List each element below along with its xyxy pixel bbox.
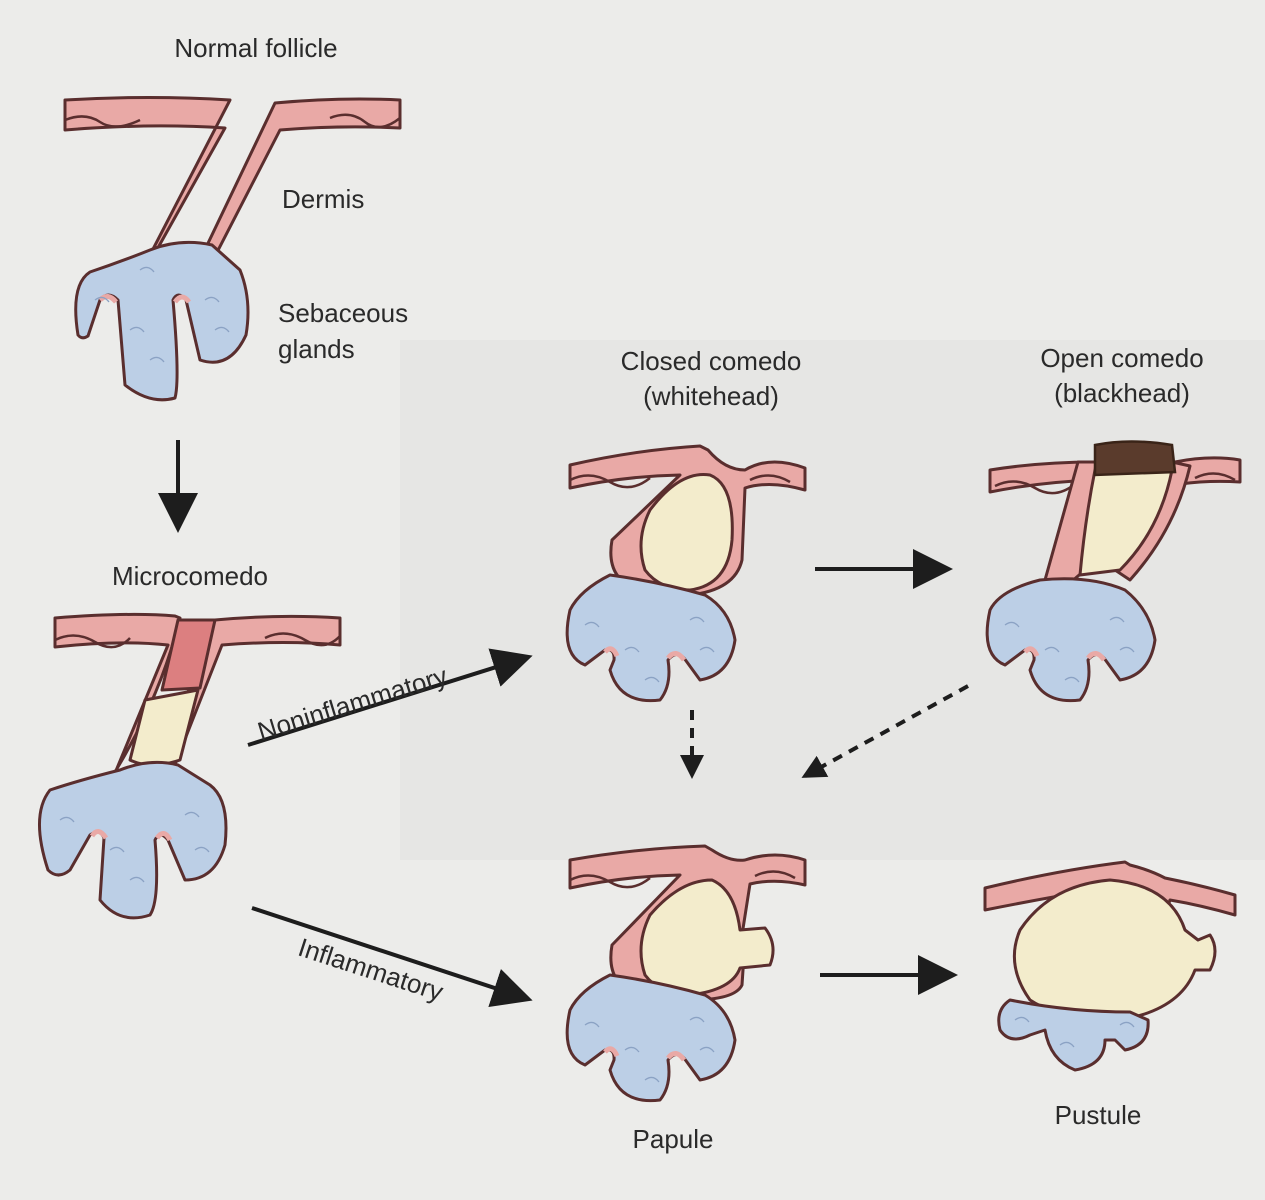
sebaceous-label-line2: glands — [278, 334, 355, 364]
closed-comedo-label-line1: Closed comedo — [621, 346, 802, 376]
papule-illustration — [565, 844, 807, 1103]
arrow-noninflammatory — [247, 648, 533, 747]
sebaceous-label-line1: Sebaceous — [278, 298, 408, 328]
open-comedo-label-line1: Open comedo — [1040, 343, 1203, 373]
pustule-label: Pustule — [1055, 1100, 1142, 1130]
arrow-open-to-papule — [801, 684, 969, 778]
microcomedo-label: Microcomedo — [112, 561, 268, 591]
inflammatory-label: Inflammatory — [295, 932, 447, 1007]
normal-follicle-illustration — [63, 96, 402, 402]
normal-follicle-label: Normal follicle — [174, 33, 337, 63]
closed-comedo-label-line2: (whitehead) — [643, 381, 779, 411]
closed-comedo-illustration — [565, 444, 807, 703]
pustule-illustration — [983, 860, 1237, 1072]
open-comedo-illustration — [985, 440, 1242, 703]
papule-label: Papule — [633, 1124, 714, 1154]
open-comedo-label-line2: (blackhead) — [1054, 378, 1190, 408]
microcomedo-illustration — [38, 612, 342, 920]
dermis-label: Dermis — [282, 184, 364, 214]
arrow-inflammatory — [251, 906, 533, 1007]
